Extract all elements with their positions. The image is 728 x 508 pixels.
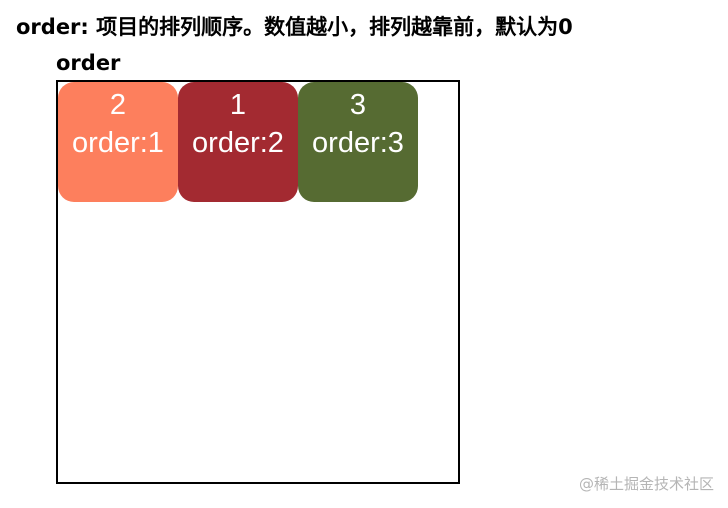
flex-item-number: 1: [229, 89, 247, 121]
flex-item-order-label: order:1: [72, 127, 164, 159]
flex-item-order-label: order:3: [312, 127, 404, 159]
flex-container: 2 order:1 1 order:2 3 order:3: [56, 80, 460, 484]
flex-item-3: 3 order:3: [298, 82, 418, 202]
watermark: @稀土掘金技术社区: [578, 475, 714, 493]
flex-item-order-label: order:2: [192, 127, 284, 159]
flex-item-2: 1 order:2: [178, 82, 298, 202]
flex-item-1: 2 order:1: [58, 82, 178, 202]
section-label: order: [56, 51, 121, 75]
flex-item-number: 3: [349, 89, 367, 121]
flex-item-number: 2: [109, 89, 127, 121]
page-title: order: 项目的排列顺序。数值越小，排列越靠前，默认为0: [16, 15, 573, 39]
